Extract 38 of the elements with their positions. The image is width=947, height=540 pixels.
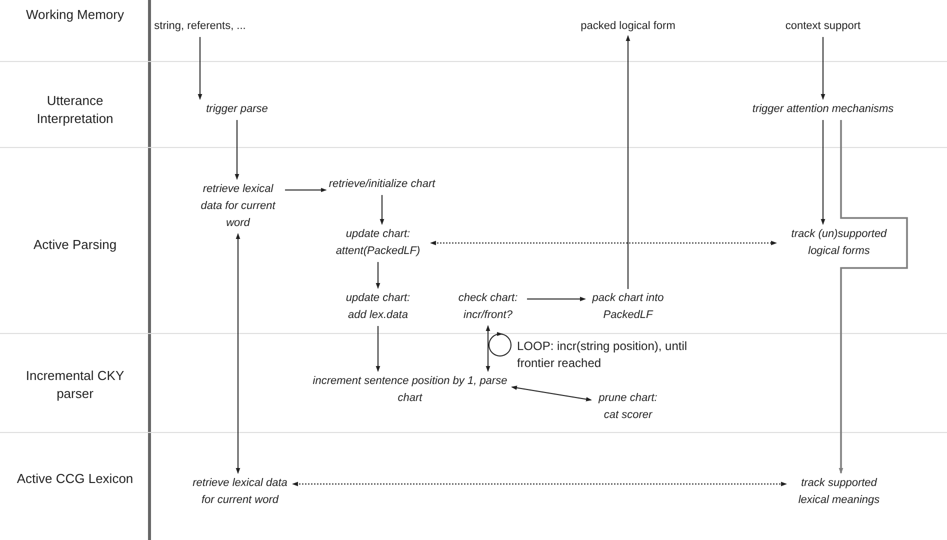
data-item: context support [785, 19, 861, 34]
data-item: string, referents, ... [154, 19, 246, 34]
process-step: retrieve lexical data for current word [194, 181, 282, 232]
process-step: track (un)supported logical forms [779, 226, 899, 260]
process-step: prune chart: cat scorer [593, 390, 663, 424]
arrow [198, 36, 202, 100]
process-step: track supported lexical meanings [789, 475, 889, 509]
arrow [838, 120, 908, 474]
arrow [376, 262, 380, 289]
arrow [236, 233, 240, 474]
arrow [380, 194, 384, 225]
arrow [284, 188, 327, 192]
arrow [626, 35, 630, 290]
process-step: retrieve lexical data for current word [190, 475, 290, 509]
arrow [376, 326, 380, 372]
arrow [511, 386, 592, 402]
lane-label: Incremental CKY parser [24, 367, 126, 403]
process-step: retrieve/initialize chart [328, 176, 436, 193]
process-step: trigger parse [206, 101, 268, 118]
arrow [820, 120, 826, 225]
process-step: trigger attention mechanisms [752, 101, 894, 118]
lane-label: Active Parsing [32, 236, 118, 254]
dotted-arrow [430, 240, 777, 246]
arrow [486, 325, 490, 372]
arrow [820, 36, 826, 100]
process-step: increment sentence position by 1, parse chart [310, 373, 510, 407]
process-step: check chart: incr/front? [452, 290, 524, 324]
process-step: pack chart into PackedLF [588, 290, 668, 324]
lane-label: Working Memory [24, 6, 125, 24]
arrow [526, 296, 586, 302]
data-item: packed logical form [580, 19, 676, 34]
dotted-arrow [292, 482, 787, 486]
lane-label: Utterance Interpretation [36, 92, 114, 128]
process-step: update chart: attent(PackedLF) [328, 226, 428, 260]
lane-label: Active CCG Lexicon [16, 470, 134, 488]
loop-note: LOOP: incr(string position), until frontier reached [517, 338, 688, 372]
process-step: update chart: add lex.data [338, 290, 418, 324]
arrow [234, 120, 240, 180]
